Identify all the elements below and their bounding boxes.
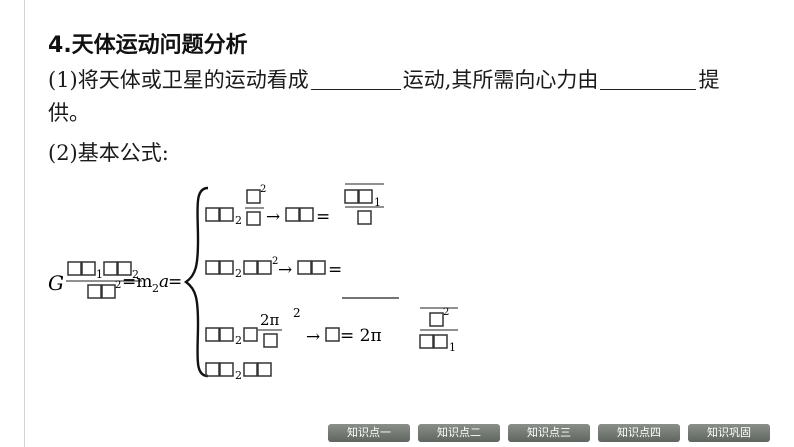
placeholder-box: [243, 362, 258, 377]
placeholder-box: [419, 334, 434, 349]
arrow: →: [306, 327, 320, 347]
para1-prefix: (1)将天体或卫星的运动看成: [48, 68, 309, 92]
nav-button-knowledge-3[interactable]: 知识点三: [508, 424, 590, 442]
placeholder-box: [243, 327, 258, 342]
nav-button-knowledge-4[interactable]: 知识点四: [598, 424, 680, 442]
para1-suffix: 提: [698, 68, 720, 92]
placeholder-box: [311, 260, 326, 275]
blank-1: [310, 69, 401, 90]
arrow: →: [278, 260, 292, 280]
eq: =: [316, 207, 330, 227]
gravitation-formula: G 1 2 2 =m 2 a = 2 2 → = 1: [48, 183, 458, 382]
sub-1: 1: [96, 268, 103, 281]
sub-2: 2: [235, 369, 242, 382]
heading-title: .天体运动问题分析: [63, 33, 248, 58]
placeholder-box: [257, 260, 272, 275]
placeholder-box: [205, 207, 220, 222]
placeholder-box: [433, 334, 448, 349]
placeholder-box: [219, 327, 234, 342]
sup-2: 2: [260, 184, 266, 195]
para1-middle: 运动,其所需向心力由: [402, 68, 599, 92]
heading-number: 4: [48, 33, 64, 58]
sub-2: 2: [235, 214, 242, 227]
placeholder-box: [299, 207, 314, 222]
sub-2: 2: [235, 334, 242, 347]
placeholder-box: [219, 207, 234, 222]
paragraph-1-cont: 供。: [48, 101, 90, 125]
placeholder-box: [297, 260, 312, 275]
sub-1: 1: [374, 196, 381, 209]
sup-2: 2: [115, 280, 121, 291]
placeholder-box: [344, 189, 359, 204]
section-heading: 4.天体运动问题分析: [48, 27, 248, 59]
placeholder-box: [101, 284, 116, 299]
placeholder-box: [246, 211, 261, 226]
placeholder-box: [219, 362, 234, 377]
sup-2: 2: [293, 306, 301, 320]
placeholder-box: [358, 189, 373, 204]
nav-button-knowledge-1[interactable]: 知识点一: [328, 424, 410, 442]
nav-button-consolidate[interactable]: 知识巩固: [688, 424, 770, 442]
sup-2: 2: [272, 256, 278, 267]
placeholder-box: [67, 261, 82, 276]
placeholder-box: [325, 327, 340, 342]
placeholder-box: [429, 312, 444, 327]
paragraph-1: (1)将天体或卫星的运动看成 运动,其所需向心力由 提: [48, 64, 719, 94]
placeholder-box: [243, 260, 258, 275]
paragraph-2: (2)基本公式:: [48, 141, 169, 165]
sub-2: 2: [235, 267, 242, 280]
eq: =: [328, 260, 342, 280]
blank-2: [600, 69, 697, 90]
sub-2: 2: [132, 268, 139, 281]
placeholder-box: [81, 261, 96, 276]
two-pi: 2π: [260, 311, 280, 329]
arrow: →: [266, 207, 280, 227]
placeholder-box: [285, 207, 300, 222]
placeholder-box: [205, 260, 220, 275]
m-sub-2: 2: [152, 282, 159, 295]
curly-brace: [183, 186, 209, 378]
left-margin-rule: [24, 0, 25, 447]
placeholder-box: [219, 260, 234, 275]
placeholder-box: [205, 362, 220, 377]
placeholder-box: [257, 362, 272, 377]
a-var: a: [159, 272, 169, 292]
placeholder-box: [357, 210, 372, 225]
placeholder-box: [117, 261, 132, 276]
placeholder-box: [263, 333, 278, 348]
formula-G: G: [48, 271, 64, 295]
placeholder-box: [103, 261, 118, 276]
placeholder-box: [87, 284, 102, 299]
nav-button-knowledge-2[interactable]: 知识点二: [418, 424, 500, 442]
eq-m: =m: [122, 272, 152, 292]
placeholder-box: [205, 327, 220, 342]
eq-2: =: [168, 272, 182, 292]
eq-two-pi: = 2π: [340, 326, 382, 346]
placeholder-box: [246, 189, 261, 204]
sub-1: 1: [449, 341, 456, 354]
sup-2: 2: [443, 307, 449, 318]
